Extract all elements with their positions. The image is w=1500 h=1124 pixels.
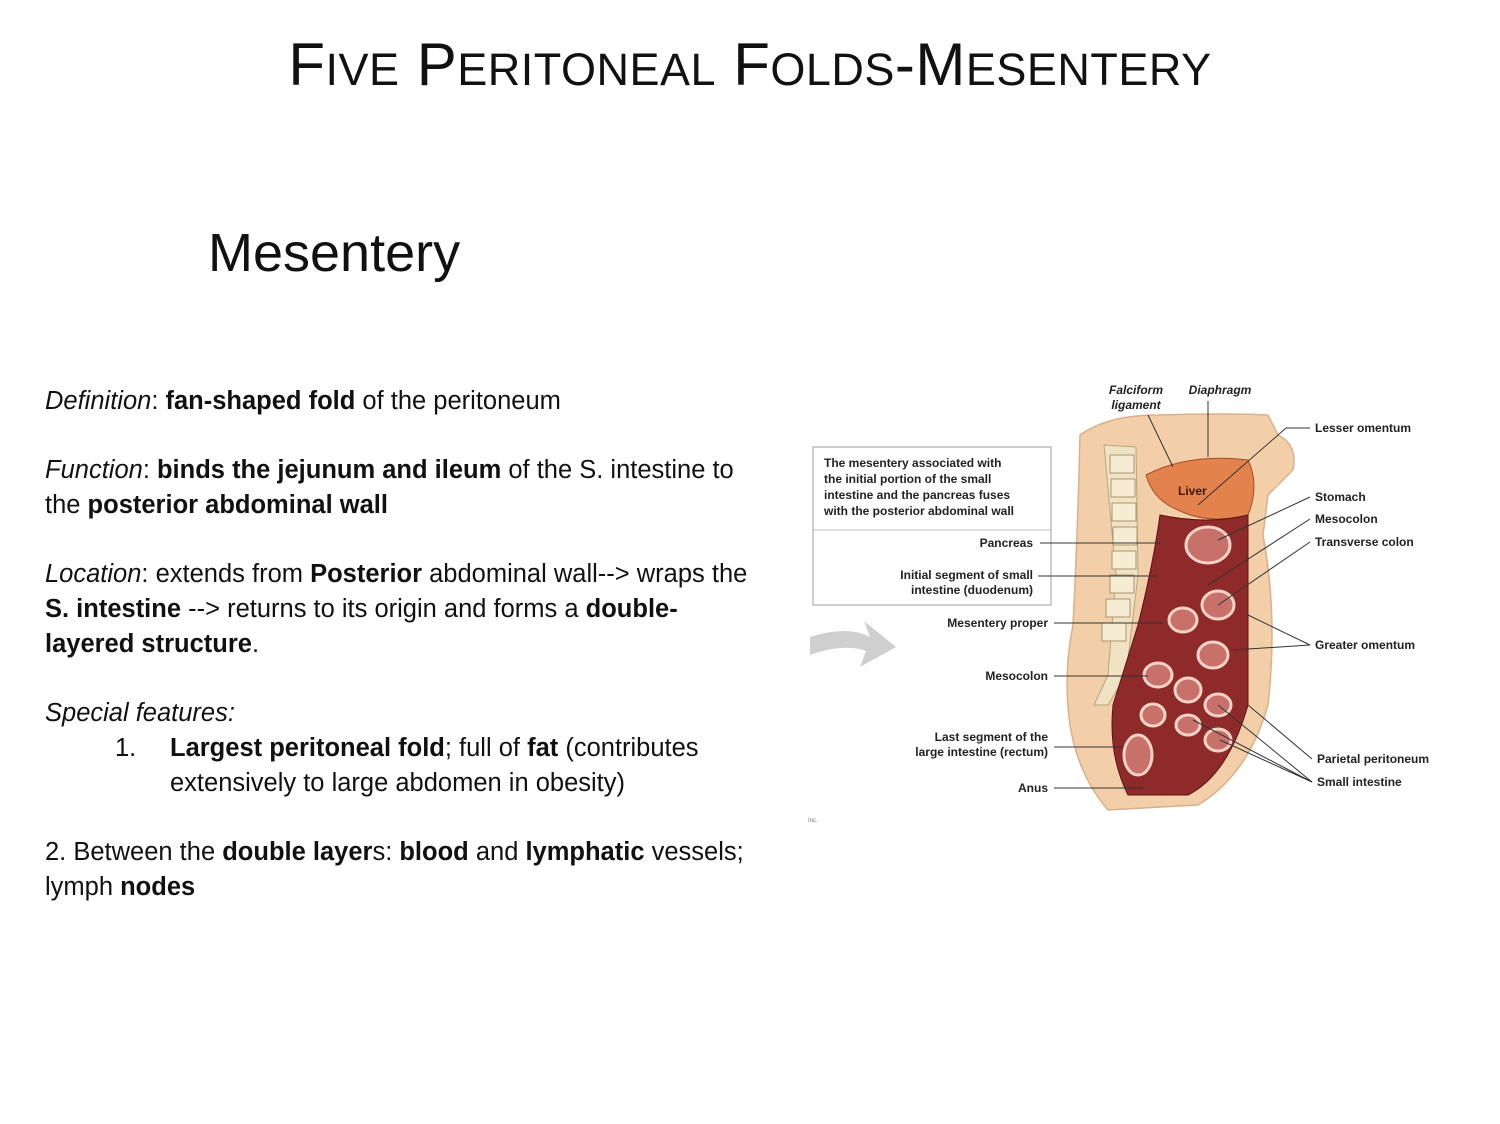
callout-box xyxy=(812,446,1052,606)
label-last-segment: Last segment of the xyxy=(935,730,1049,744)
label-initial-segment: Initial segment of small xyxy=(900,568,1033,582)
list-item: 1. Largest peritoneal fold; full of fat … xyxy=(115,734,699,797)
label-mesocolon: Mesocolon xyxy=(985,669,1048,683)
section-heading: Mesentery xyxy=(208,223,461,283)
callout-line: with the posterior abdominal wall xyxy=(823,504,1014,518)
arrow-icon xyxy=(810,621,896,667)
list-item: 2. Between the double layers: blood and … xyxy=(45,838,744,901)
label-small-intestine: Small intestine xyxy=(1317,775,1402,789)
label-falciform: Falciform xyxy=(1109,383,1163,397)
label-lesser-omentum: Lesser omentum xyxy=(1315,421,1411,435)
label-transverse-colon: Transverse colon xyxy=(1315,535,1414,549)
label-falciform: ligament xyxy=(1111,398,1161,412)
liver-label: Liver xyxy=(1178,484,1207,498)
label-last-segment: large intestine (rectum) xyxy=(915,745,1048,759)
location-paragraph: Location: extends from Posterior abdomin… xyxy=(45,560,748,658)
callout-line: the initial portion of the small xyxy=(824,472,991,486)
label-parietal-peritoneum: Parietal peritoneum xyxy=(1317,752,1429,766)
label-greater-omentum: Greater omentum xyxy=(1315,638,1415,652)
label-diaphragm: Diaphragm xyxy=(1189,383,1252,397)
definition-paragraph: Definition: fan-shaped fold of the perit… xyxy=(45,387,561,415)
special-features-label: Special features: xyxy=(45,699,235,727)
label-mesentery-proper: Mesentery proper xyxy=(947,616,1048,630)
label-anus: Anus xyxy=(1018,781,1048,795)
figure-credit: Inc. xyxy=(808,818,818,824)
label-pancreas: Pancreas xyxy=(980,536,1034,550)
label-mesocolon-right: Mesocolon xyxy=(1315,512,1378,526)
page-title: FIVE PERITONEAL FOLDS-MESENTERY xyxy=(288,31,1212,98)
body-text: Definition: fan-shaped fold of the perit… xyxy=(45,384,765,905)
callout-line: intestine and the pancreas fuses xyxy=(824,488,1010,502)
function-paragraph: Function: binds the jejunum and ileum of… xyxy=(45,456,734,519)
label-stomach: Stomach xyxy=(1315,490,1366,504)
label-initial-segment: intestine (duodenum) xyxy=(911,583,1033,597)
callout-line: The mesentery associated with xyxy=(824,456,1001,470)
mesentery-anatomy-figure: Liver The mesentery associated with the … xyxy=(808,383,1429,824)
special-features-list: 1. Largest peritoneal fold; full of fat … xyxy=(115,731,765,801)
